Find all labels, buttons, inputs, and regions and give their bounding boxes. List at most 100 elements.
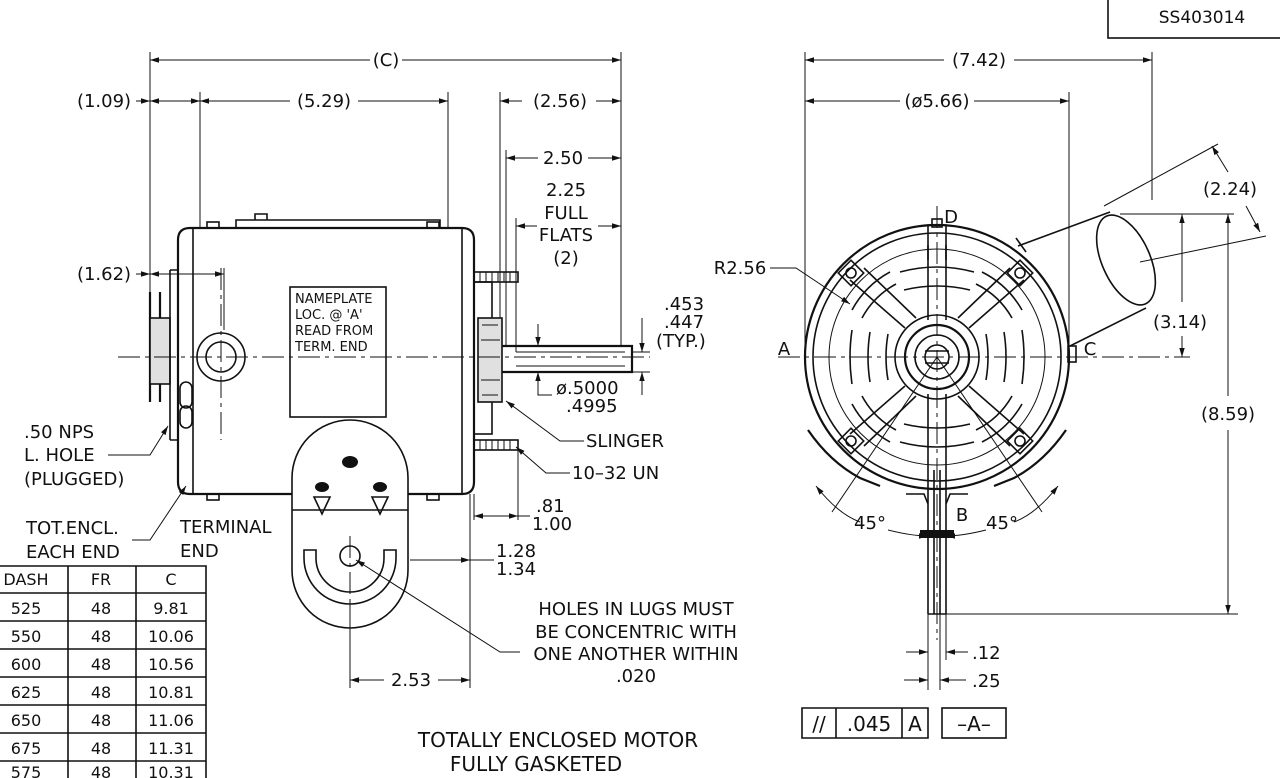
svg-text:ONE ANOTHER WITHIN: ONE ANOTHER WITHIN: [533, 644, 738, 665]
svg-text:1.28: 1.28: [496, 541, 536, 562]
svg-text:(2): (2): [553, 248, 579, 269]
table-header: C: [165, 570, 176, 589]
svg-text:TOT.ENCL.: TOT.ENCL.: [25, 518, 119, 539]
svg-text:END: END: [180, 541, 219, 562]
label-npt-hole: .50 NPS L. HOLE (PLUGGED): [24, 422, 169, 490]
dim-box-height: (3.14): [1120, 213, 1234, 357]
table-cell: 48: [91, 711, 111, 730]
label-enclosure: TOT.ENCL. EACH END: [25, 485, 187, 563]
svg-text:FULLY GASKETED: FULLY GASKETED: [450, 752, 622, 776]
svg-text://: //: [812, 712, 826, 736]
svg-text:(2.24): (2.24): [1203, 179, 1257, 200]
svg-text:FULL: FULL: [544, 203, 588, 224]
svg-text:10–32 UN: 10–32 UN: [572, 463, 659, 484]
dim-flats: 2.25 FULL FLATS (2): [515, 180, 621, 352]
svg-text:1.00: 1.00: [532, 514, 572, 535]
svg-text:.020: .020: [616, 666, 656, 687]
svg-text:45°: 45°: [986, 513, 1018, 534]
svg-text:LOC. @ 'A': LOC. @ 'A': [295, 308, 363, 323]
svg-text:ø.5000: ø.5000: [556, 378, 619, 399]
lug-note: HOLES IN LUGS MUST BE CONCENTRIC WITH ON…: [533, 599, 738, 687]
svg-text:(ø5.66): (ø5.66): [904, 91, 969, 112]
dim-shaft-ext: (2.56): [499, 91, 621, 318]
table-cell: 525: [11, 599, 42, 618]
svg-text:(C): (C): [373, 50, 400, 71]
table-cell: 11.06: [148, 711, 194, 730]
end-view: A C D B (7.42) (ø5.66) R2.56 (2.24): [714, 50, 1267, 739]
bolt-nut: [837, 259, 1034, 455]
svg-text:(1.09): (1.09): [77, 91, 131, 112]
svg-text:45°: 45°: [854, 513, 886, 534]
dim-overall-width: (7.42): [804, 50, 1153, 357]
dim-frame-dia: (ø5.66): [805, 91, 1070, 357]
svg-text:.453: .453: [664, 294, 704, 315]
svg-text:.25: .25: [972, 671, 1001, 692]
title-block: SS403014: [1107, 0, 1280, 39]
svg-text:1.34: 1.34: [496, 559, 536, 580]
svg-text:(TYP.): (TYP.): [656, 331, 706, 352]
table-cell: 48: [91, 599, 111, 618]
table-cell: 48: [91, 627, 111, 646]
table-cell: 575: [11, 763, 42, 778]
svg-text:(3.14): (3.14): [1153, 312, 1207, 333]
table-cell: 11.31: [148, 739, 194, 758]
table-cell: 550: [11, 627, 42, 646]
point-d-label: D: [944, 207, 958, 228]
svg-text:(PLUGGED): (PLUGGED): [24, 469, 124, 490]
svg-text:.12: .12: [972, 643, 1001, 664]
table-cell: 650: [11, 711, 42, 730]
svg-text:(5.29): (5.29): [297, 91, 351, 112]
svg-text:.81: .81: [536, 496, 565, 517]
dash-table: DASH FR C 525 48 9.81 550 48 10.06 600 4…: [0, 565, 207, 778]
svg-text:2.53: 2.53: [391, 670, 431, 691]
svg-text:EACH END: EACH END: [26, 542, 120, 563]
dim-stud: .81 1.00: [473, 450, 572, 535]
svg-text:2.25: 2.25: [546, 180, 586, 201]
table-cell: 600: [11, 655, 42, 674]
dim-flat-width: .453 .447 (TYP.): [632, 294, 706, 395]
table-cell: 10.56: [148, 655, 194, 674]
table-cell: 9.81: [153, 599, 189, 618]
table-cell: 675: [11, 739, 42, 758]
svg-text:L. HOLE: L. HOLE: [24, 445, 95, 466]
table-cell: 48: [91, 655, 111, 674]
nameplate: NAMEPLATE LOC. @ 'A' READ FROM TERM. END: [289, 286, 387, 418]
conduit-box: [1015, 211, 1157, 347]
svg-text:FLATS: FLATS: [539, 225, 593, 246]
table-cell: 48: [91, 739, 111, 758]
point-c-label: C: [1084, 339, 1097, 360]
svg-text:.447: .447: [664, 312, 704, 333]
point-b-label: B: [956, 505, 968, 526]
dim-shaft-dia: ø.5000 .4995: [535, 324, 619, 417]
svg-text:.4995: .4995: [566, 396, 618, 417]
dim-lug: 1.28 1.34: [410, 494, 536, 688]
tolerance-frame: // .045 A –A–: [801, 707, 1007, 739]
dim-angles: 45° 45°: [815, 356, 1059, 539]
svg-text:TERMINAL: TERMINAL: [179, 517, 272, 538]
shaft: [502, 344, 634, 374]
table-header: DASH: [3, 570, 48, 589]
svg-text:A: A: [908, 712, 922, 736]
drawing-number: SS403014: [1159, 8, 1245, 28]
table-cell: 10.06: [148, 627, 194, 646]
dim-box-offset: (2.24): [1103, 143, 1267, 263]
svg-text:TERM. END: TERM. END: [294, 340, 368, 355]
svg-text:(2.56): (2.56): [533, 91, 587, 112]
table-cell: 48: [91, 763, 111, 778]
svg-text:(8.59): (8.59): [1201, 404, 1255, 425]
svg-text:(1.62): (1.62): [77, 264, 131, 285]
dim-base: 2.53: [349, 600, 470, 691]
svg-text:.045: .045: [847, 712, 892, 736]
svg-text:–A–: –A–: [957, 712, 991, 736]
table-cell: 625: [11, 683, 42, 702]
mounting-lug: [291, 419, 409, 629]
label-slinger: SLINGER: [505, 400, 664, 452]
svg-text:.50 NPS: .50 NPS: [24, 422, 94, 443]
label-terminal-end: TERMINAL END: [179, 517, 272, 562]
table-cell: 10.31: [148, 763, 194, 778]
dim-overall-height: (8.59): [946, 214, 1255, 615]
table-cell: 10.81: [148, 683, 194, 702]
svg-text:2.50: 2.50: [543, 148, 583, 169]
svg-text:R2.56: R2.56: [714, 258, 767, 279]
